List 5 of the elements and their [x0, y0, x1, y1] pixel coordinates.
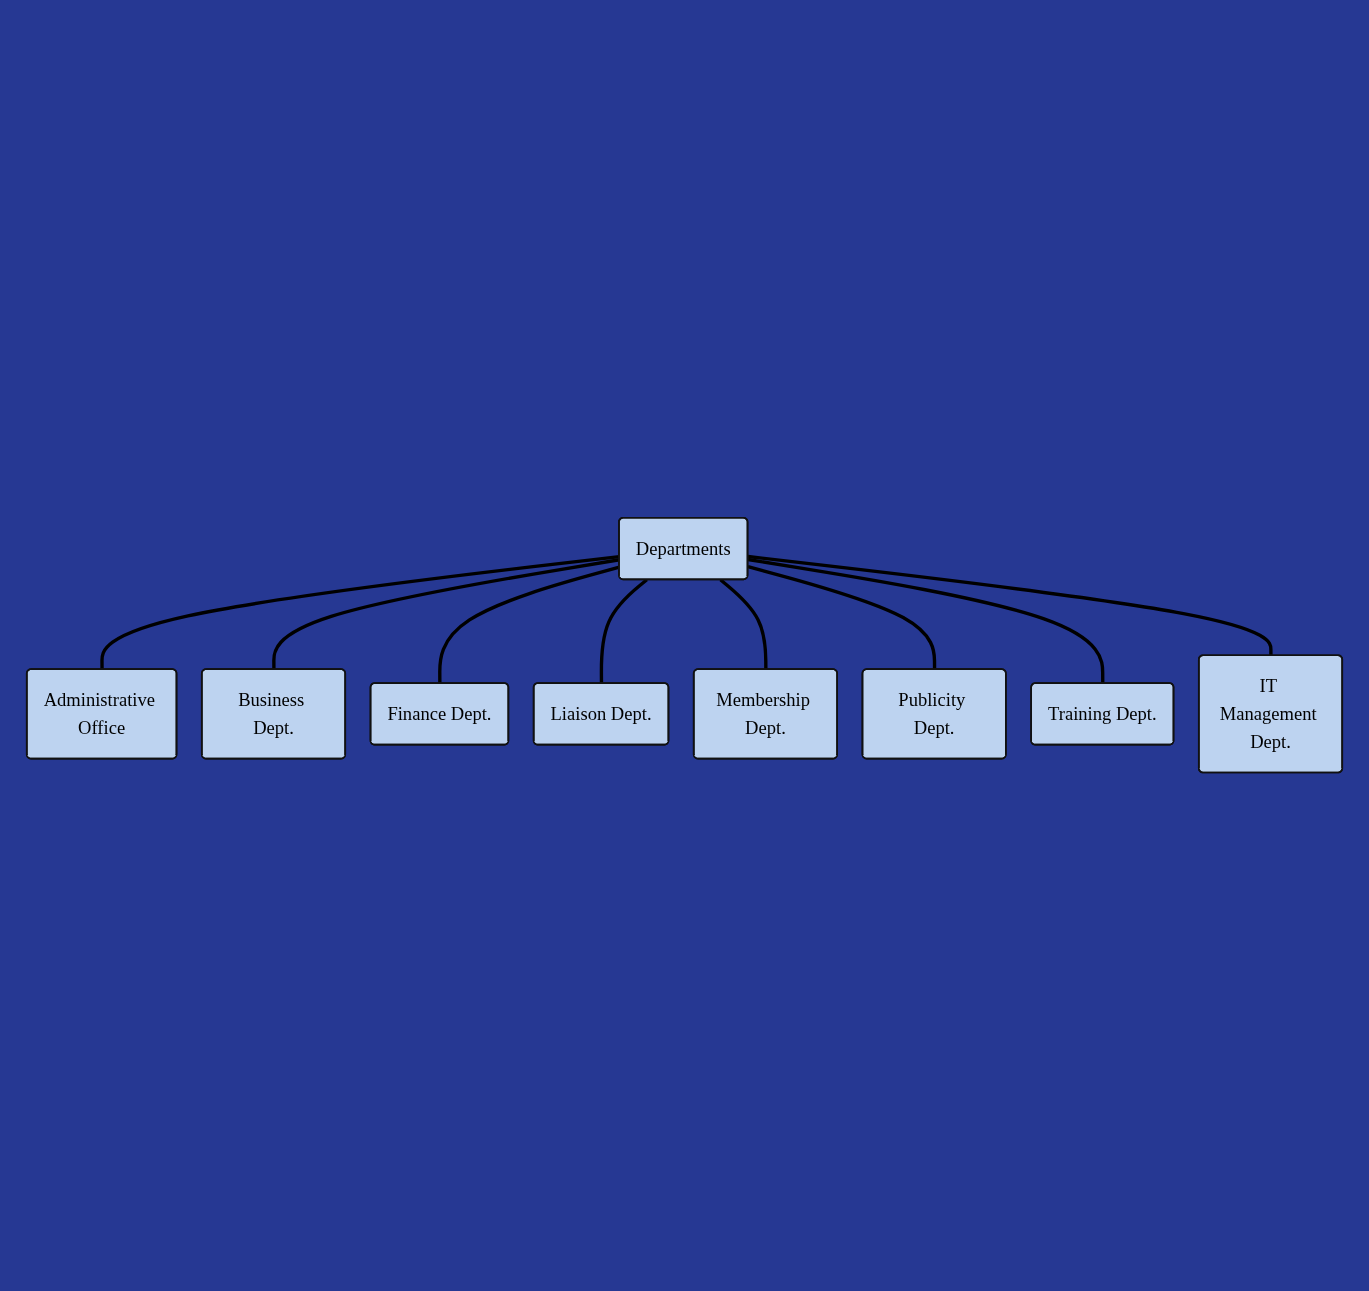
- connector: [747, 554, 1273, 656]
- connector: [747, 564, 937, 670]
- connector: [599, 578, 648, 684]
- connector: [719, 578, 768, 670]
- connector: [747, 557, 1105, 684]
